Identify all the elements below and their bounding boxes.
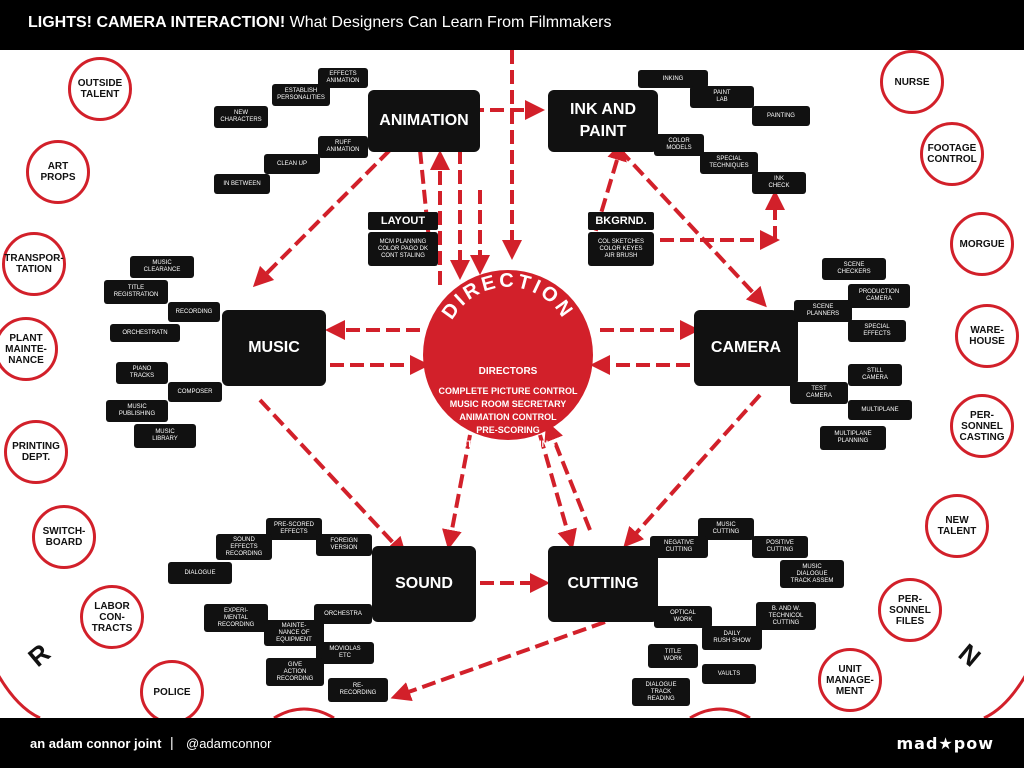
circle-plant-maintenance: PLANT MAINTE- NANCE (0, 317, 58, 381)
anim-ruff: RUFF ANIMATION (318, 136, 368, 158)
cam-multiplane: MULTIPLANE (848, 400, 912, 420)
sound-foreign: FOREIGN VERSION (316, 534, 372, 556)
flow-arrows (252, 50, 785, 702)
cut-dialogue-assem: MUSIC DIALOGUE TRACK ASSEM (780, 560, 844, 588)
cam-multiplane-planning: MULTIPLANE PLANNING (820, 426, 886, 450)
dept-sound: SOUND (372, 546, 476, 622)
circle-police: POLICE (140, 660, 204, 718)
ink-inking: INKING (638, 70, 708, 88)
dept-animation: ANIMATION (368, 90, 480, 152)
circle-nurse: NURSE (880, 50, 944, 114)
diagram-arrows (0, 50, 1024, 718)
ink-painting: PAINTING (752, 106, 810, 126)
music-orchestration: ORCHESTRATN (110, 324, 180, 342)
footer-handle: @adamconnor (186, 736, 272, 751)
circle-printing-dept: PRINTING DEPT. (4, 420, 68, 484)
cam-planners: SCENE PLANNERS (794, 300, 852, 322)
svg-text:DIRECTION: DIRECTION (438, 270, 578, 323)
cam-scene-checkers: SCENE CHECKERS (822, 258, 886, 280)
anim-cleanup: CLEAN UP (264, 154, 320, 174)
circle-footage-control: FOOTAGE CONTROL (920, 122, 984, 186)
circle-new-talent: NEW TALENT (925, 494, 989, 558)
sound-give-action: GIVE ACTION RECORDING (266, 658, 324, 686)
cut-bw: B. AND W. TECHNICOL CUTTING (756, 602, 816, 630)
hub-title: DIRECTION (438, 270, 575, 323)
ink-special: SPECIAL TECHNIQUES (700, 152, 758, 174)
title-bold: LIGHTS! CAMERA INTERACTION! (28, 14, 286, 31)
hub-line-directors: DIRECTORS (478, 366, 538, 377)
anim-new-characters: NEW CHARACTERS (214, 106, 268, 128)
layout-detail: MCM PLANNING COLOR PAGO DK CONT STALING (368, 232, 438, 266)
bkgrnd-detail: COL SKETCHES COLOR KEYES AIR BRUSH (588, 232, 654, 266)
hub-line-prescoring: PRE-SCORING (476, 425, 540, 435)
ink-check: INK CHECK (752, 172, 806, 194)
music-publishing: MUSIC PUBLISHING (106, 400, 168, 422)
music-composer: COMPOSER (168, 382, 222, 402)
circle-outside-talent: OUTSIDE TALENT (68, 57, 132, 121)
sound-maintenance: MAINTE- NANCE OF EQUIPMENT (264, 620, 324, 646)
sound-effects: SOUND EFFECTS RECORDING (216, 534, 272, 560)
music-piano: PIANO TRACKS (116, 362, 168, 384)
org-diagram: OUTSIDE TALENT ART PROPS TRANSPOR- TATIO… (0, 50, 1024, 718)
cam-still: STILL CAMERA (848, 364, 902, 386)
cut-negative: NEGATIVE CUTTING (650, 536, 708, 558)
music-recording: RECORDING (168, 302, 220, 322)
ink-color-models: COLOR MODELS (654, 134, 704, 156)
anim-establish: ESTABLISH PERSONALITIES (272, 84, 330, 106)
cut-title: TITLE WORK (648, 644, 698, 668)
hub-line-staging: STAGING — CUTTING (460, 439, 556, 449)
hub-line-animation-control: ANIMATION CONTROL (459, 412, 557, 422)
ink-paint-lab: PAINT LAB (690, 86, 754, 108)
footer-bar: an adam connor joint | @adamconnor mad★p… (0, 718, 1024, 768)
dept-bkgrnd: BKGRND. (588, 212, 654, 230)
dept-layout: LAYOUT (368, 212, 438, 230)
circle-switchboard: SWITCH- BOARD (32, 505, 96, 569)
sound-moviolas: MOVIOLAS ETC (316, 642, 374, 664)
title-rest: What Designers Can Learn From Filmmakers (289, 14, 612, 31)
cut-track-reading: DIALOGUE TRACK READING (632, 678, 690, 706)
slide-title: LIGHTS! CAMERA INTERACTION! What Designe… (28, 14, 612, 32)
cam-production: PRODUCTION CAMERA (848, 284, 910, 308)
circle-labor-contracts: LABOR CON- TRACTS (80, 585, 144, 649)
cut-vaults: VAULTS (702, 664, 756, 684)
anim-effects: EFFECTS ANIMATION (318, 68, 368, 88)
sound-dialogue: DIALOGUE (168, 562, 232, 584)
dept-cutting: CUTTING (548, 546, 658, 622)
hub-line-picture-control: COMPLETE PICTURE CONTROL (438, 386, 578, 396)
circle-personnel-files: PER- SONNEL FILES (878, 578, 942, 642)
title-bar: LIGHTS! CAMERA INTERACTION! What Designe… (0, 0, 1024, 50)
footer-credit: an adam connor joint (30, 736, 162, 751)
cut-positive: POSITIVE CUTTING (752, 536, 808, 558)
sound-orchestra: ORCHESTRA (314, 604, 372, 624)
cut-daily: DAILY RUSH SHOW (702, 626, 762, 650)
outer-ring-arcs (0, 674, 1024, 718)
hub-title-arc: DIRECTION (438, 270, 578, 323)
sound-prescored: PRE-SCORED EFFECTS (266, 518, 322, 540)
hub-line-music-room: MUSIC ROOM SECRETARY (449, 399, 567, 409)
madpow-logo: mad★pow (896, 734, 994, 753)
cam-test: TEST CAMERA (790, 382, 848, 404)
hub-line-ruff-timing: RUFF TIMING (479, 452, 537, 462)
direction-hub: DIRECTION DIRECTORS COMPLETE PICTURE CON… (423, 270, 593, 440)
music-library: MUSIC LIBRARY (134, 424, 196, 448)
circle-unit-management: UNIT MANAGE- MENT (818, 648, 882, 712)
sound-experimental: EXPERI- MENTAL RECORDING (204, 604, 268, 632)
cut-music: MUSIC CUTTING (698, 518, 754, 540)
music-clearance: MUSIC CLEARANCE (130, 256, 194, 278)
cam-special-effects: SPECIAL EFFECTS (848, 320, 906, 342)
circle-morgue: MORGUE (950, 212, 1014, 276)
cut-optical: OPTICAL WORK (654, 606, 712, 628)
sound-rerecording: RE- RECORDING (328, 678, 388, 702)
dept-camera: CAMERA (694, 310, 798, 386)
anim-inbetween: IN BETWEEN (214, 174, 270, 194)
footer-separator: | (170, 734, 174, 750)
dept-ink-and-paint: INK AND PAINT (548, 90, 658, 152)
circle-personnel-casting: PER- SONNEL CASTING (950, 394, 1014, 458)
circle-warehouse: WARE- HOUSE (955, 304, 1019, 368)
circle-transportation: TRANSPOR- TATION (2, 232, 66, 296)
music-title-registration: TITLE REGISTRATION (104, 280, 168, 304)
circle-art-props: ART PROPS (26, 140, 90, 204)
dept-music: MUSIC (222, 310, 326, 386)
